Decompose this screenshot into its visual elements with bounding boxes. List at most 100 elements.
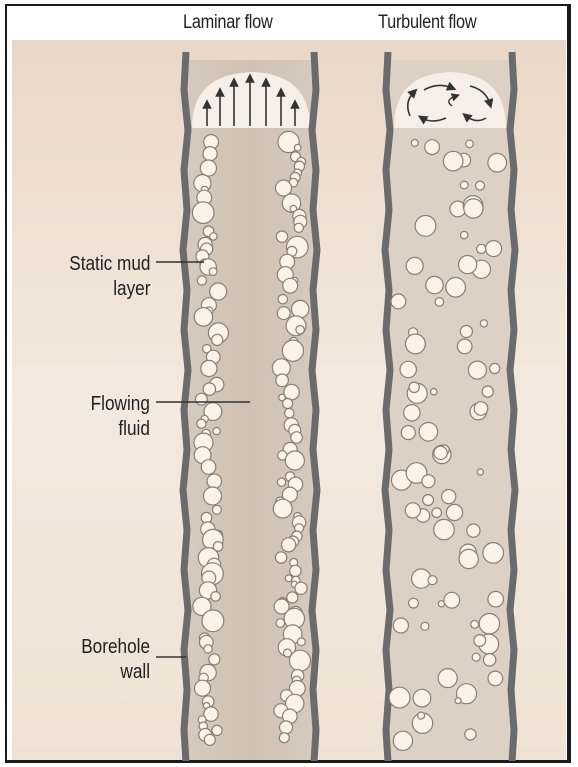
- mud-particle: [284, 384, 299, 399]
- mud-particle: [201, 360, 217, 376]
- mud-particle: [285, 409, 294, 418]
- mud-particle: [465, 729, 476, 740]
- mud-particle: [294, 144, 301, 151]
- turbulent-flow-title: Turbulent flow: [378, 12, 476, 34]
- mud-particle: [290, 650, 311, 671]
- mud-particle: [483, 543, 504, 564]
- turbulent-wall-left: [385, 52, 390, 762]
- mud-particle: [404, 405, 420, 421]
- mud-particle: [201, 460, 216, 475]
- mud-particle: [423, 495, 434, 506]
- mud-particle: [196, 393, 208, 405]
- mud-particle: [421, 622, 429, 630]
- static-mud-label-line1: Static mud: [69, 252, 150, 277]
- static-mud-layer-label: Static mud layer: [69, 252, 150, 302]
- mud-particle: [431, 389, 437, 395]
- mud-particle: [283, 278, 298, 293]
- mud-particle: [212, 725, 222, 735]
- mud-particle: [207, 474, 221, 488]
- mud-particle: [432, 508, 442, 518]
- mud-particle: [401, 426, 415, 440]
- borehole-wall-label-line1: Borehole: [81, 635, 150, 660]
- mud-particle: [459, 256, 477, 274]
- mud-particle: [273, 499, 292, 518]
- mud-particle: [418, 712, 425, 719]
- mud-particle: [409, 382, 419, 392]
- borehole-wall-label-line2: wall: [81, 660, 150, 685]
- mud-particle: [278, 295, 287, 304]
- mud-particle: [203, 383, 215, 395]
- borehole-wall-label: Borehole wall: [81, 635, 150, 685]
- mud-particle: [291, 432, 303, 444]
- mud-particle: [434, 519, 454, 539]
- mud-particle: [415, 216, 436, 237]
- mud-particle: [413, 689, 431, 707]
- mud-particle: [490, 363, 500, 373]
- mud-particle: [483, 654, 495, 666]
- turbulent-borehole: [385, 52, 515, 762]
- mud-particle: [406, 334, 426, 354]
- mud-particle: [434, 446, 447, 459]
- mud-particle: [406, 257, 423, 274]
- mud-particle: [474, 635, 486, 647]
- turbulent-wall-right: [510, 52, 515, 762]
- mud-particle: [422, 475, 435, 488]
- mud-particle: [460, 326, 472, 338]
- mud-particle: [204, 645, 212, 653]
- mud-particle: [466, 140, 474, 148]
- laminar-wall-left: [183, 52, 188, 762]
- mud-particle: [203, 147, 217, 161]
- mud-particle: [393, 618, 408, 633]
- mud-particle: [296, 326, 304, 334]
- mud-particle: [210, 283, 227, 300]
- mud-particle: [438, 669, 457, 688]
- mud-particle: [479, 614, 499, 634]
- mud-particle: [409, 598, 419, 608]
- mud-particle: [204, 734, 215, 745]
- mud-particle: [192, 202, 214, 224]
- mud-particle: [277, 307, 290, 320]
- mud-particle: [477, 469, 483, 475]
- mud-particle: [201, 512, 212, 523]
- mud-particle: [460, 181, 468, 189]
- mud-particle: [411, 139, 418, 146]
- mud-particle: [212, 334, 223, 345]
- mud-particle: [275, 552, 286, 563]
- laminar-wall-right: [312, 52, 317, 762]
- mud-particle: [276, 231, 287, 242]
- mud-particle: [393, 731, 412, 750]
- mud-particle: [443, 151, 463, 171]
- mud-particle: [282, 538, 296, 552]
- mud-particle: [461, 231, 468, 238]
- mud-particle: [426, 276, 443, 293]
- mud-particle: [457, 339, 472, 354]
- mud-particle: [276, 374, 289, 387]
- mud-particle: [197, 419, 206, 428]
- mud-particle: [276, 619, 285, 628]
- mud-particle: [285, 451, 304, 470]
- laminar-flow-title: Laminar flow: [183, 12, 273, 34]
- mud-particle: [282, 340, 303, 361]
- mud-particle: [211, 592, 221, 602]
- mud-particle: [488, 153, 507, 172]
- mud-particle: [212, 505, 221, 514]
- mud-particle: [290, 565, 301, 576]
- mud-particle: [389, 687, 410, 708]
- mud-particle: [488, 671, 503, 686]
- mud-particle: [295, 582, 307, 594]
- mud-particle: [294, 223, 303, 232]
- mud-particle: [210, 233, 217, 240]
- mud-particle: [194, 308, 212, 326]
- mud-particle: [287, 592, 298, 603]
- mud-particle: [419, 423, 438, 442]
- flowing-fluid-label-line2: fluid: [91, 417, 150, 442]
- mud-particle: [474, 402, 488, 416]
- mud-particle: [279, 733, 289, 743]
- mud-particle: [477, 244, 486, 253]
- mud-particle: [405, 503, 420, 518]
- mud-particle: [480, 320, 487, 327]
- mud-particle: [209, 654, 220, 665]
- mud-particle: [464, 199, 483, 218]
- mud-particle: [435, 298, 444, 307]
- mud-particle: [285, 575, 292, 582]
